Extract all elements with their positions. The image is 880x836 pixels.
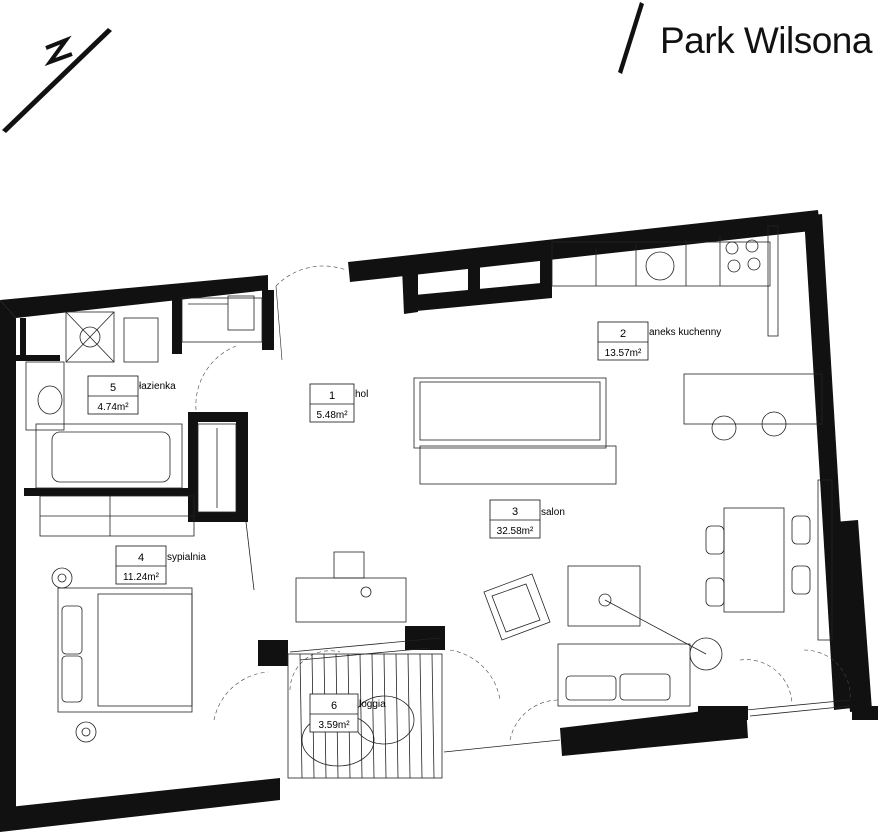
room-label-lazienka: 5 4.74m² łazienka [87,375,176,415]
room-name: aneks kuchenny [649,327,721,338]
brand-slash-icon [618,2,644,74]
room-name: salon [541,507,565,518]
room-name: hol [355,389,368,400]
room-area: 13.57m² [605,348,642,359]
room-area: 3.59m² [318,720,350,731]
room-area: 5.48m² [316,410,348,421]
room-label-aneks-kuchenny: 2 13.57m² aneks kuchenny [597,321,721,361]
room-name: sypialnia [167,552,206,563]
room-label-salon: 3 32.58m² salon [489,499,565,539]
room-number: 5 [110,382,116,394]
brand-name: Park Wilsona [660,20,872,61]
room-number: 1 [329,390,335,402]
room-label-sypialnia: 4 11.24m² sypialnia [115,545,206,585]
room-label-loggia: 6 3.59m² loggia [309,693,386,733]
room-label-hol: 1 5.48m² hol [309,383,368,423]
room-area: 4.74m² [97,402,129,413]
room-area: 32.58m² [497,526,534,537]
room-name: loggia [359,699,386,710]
compass-north-icon [2,28,112,133]
interior-walls [16,290,274,522]
room-number: 6 [331,700,337,712]
room-area: 11.24m² [123,572,160,583]
fixtures-and-furniture [25,225,851,779]
room-number: 4 [138,552,144,564]
door-swings [195,265,851,741]
room-number: 3 [512,506,518,518]
room-number: 2 [620,328,626,340]
exterior-walls [0,210,878,832]
room-name: łazienka [139,381,176,392]
